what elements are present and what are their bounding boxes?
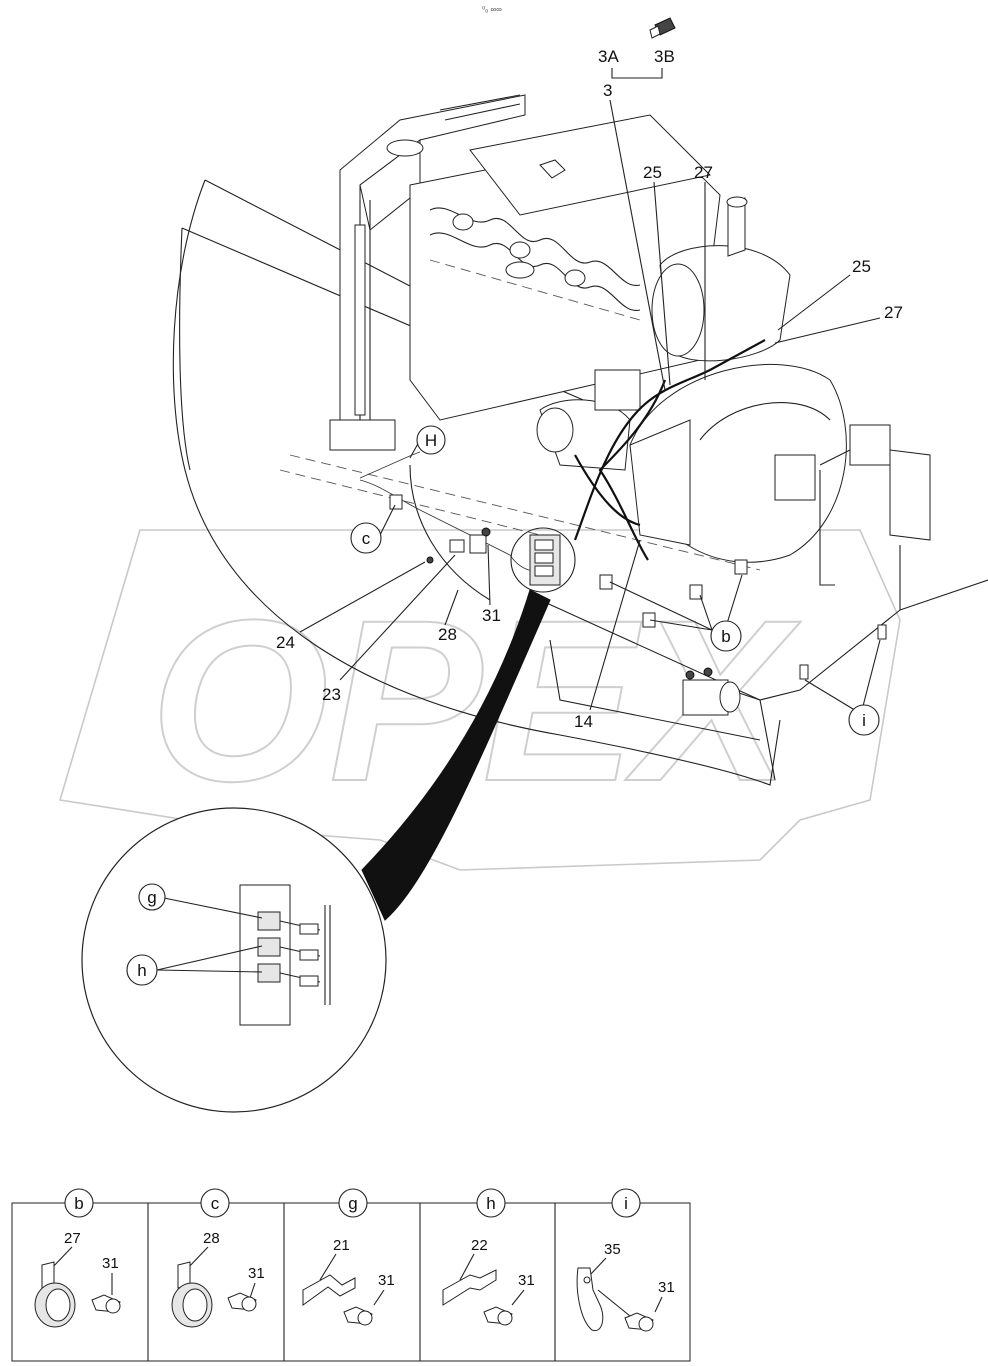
radiator [329,94,526,451]
connector-icon [649,17,676,39]
legend-letter-b: b [74,1194,83,1213]
legend-part-b: 27 [64,1230,81,1247]
legend-panel-i: i 35 31 [576,1188,675,1332]
callout-24: 24 [276,633,295,652]
callout-3B: 3B [654,47,675,66]
callout-3: 3 [603,81,612,100]
legend-part-i: 35 [604,1241,621,1258]
engine-block [409,114,721,421]
callout-i: i [862,711,866,730]
legend-letter-i: i [624,1194,628,1213]
legend-part-c: 28 [203,1230,220,1247]
legend-panel-c: c 28 31 [171,1188,265,1328]
legend-letter-c: c [211,1194,220,1213]
callout-14: 14 [574,712,593,731]
detail-pointer [361,589,551,921]
legend-part-g: 21 [333,1237,350,1254]
legend-part-h: 22 [471,1237,488,1254]
callout-27-right: 27 [884,303,903,322]
legend-bolt-b: 31 [102,1255,119,1272]
legend-panel-h: h 22 31 [442,1188,535,1326]
flywheel-housing [536,363,931,563]
legend-panel-b: b 27 31 [34,1188,121,1328]
clamps [389,494,887,680]
callout-28: 28 [438,625,457,644]
legend-bolt-c: 31 [248,1265,265,1282]
legend-letter-h: h [486,1194,495,1213]
callout-25-right: 25 [852,257,871,276]
detail-label-g: g [147,888,156,907]
muffler [651,196,791,362]
legend-bolt-h: 31 [518,1272,535,1289]
legend-letter-g: g [348,1194,357,1213]
callout-25-top: 25 [643,163,662,182]
callout-27-top: 27 [694,163,713,182]
callout-23: 23 [322,685,341,704]
detail-circle: g h [81,807,387,1113]
detail-label-h: h [137,961,146,980]
starter-solenoid [682,667,741,716]
legend-bolt-i: 31 [658,1279,675,1296]
callout-31: 31 [482,606,501,625]
callout-c: c [362,529,371,548]
callout-b: b [721,627,730,646]
leader-lines [299,68,881,713]
header-mark: ⁰ₒ ∞∞ [482,5,502,14]
relay-block [510,527,576,593]
legend-panel-g: g 21 31 [302,1188,395,1326]
callout-3A: 3A [598,47,619,66]
callout-labels: 3A 3B 3 25 27 25 27 H c 24 28 31 23 14 b… [276,47,903,736]
legend-table: b 27 31 c 28 31 g [11,1188,691,1362]
legend-bolt-g: 31 [378,1272,395,1289]
callout-H: H [425,431,437,450]
